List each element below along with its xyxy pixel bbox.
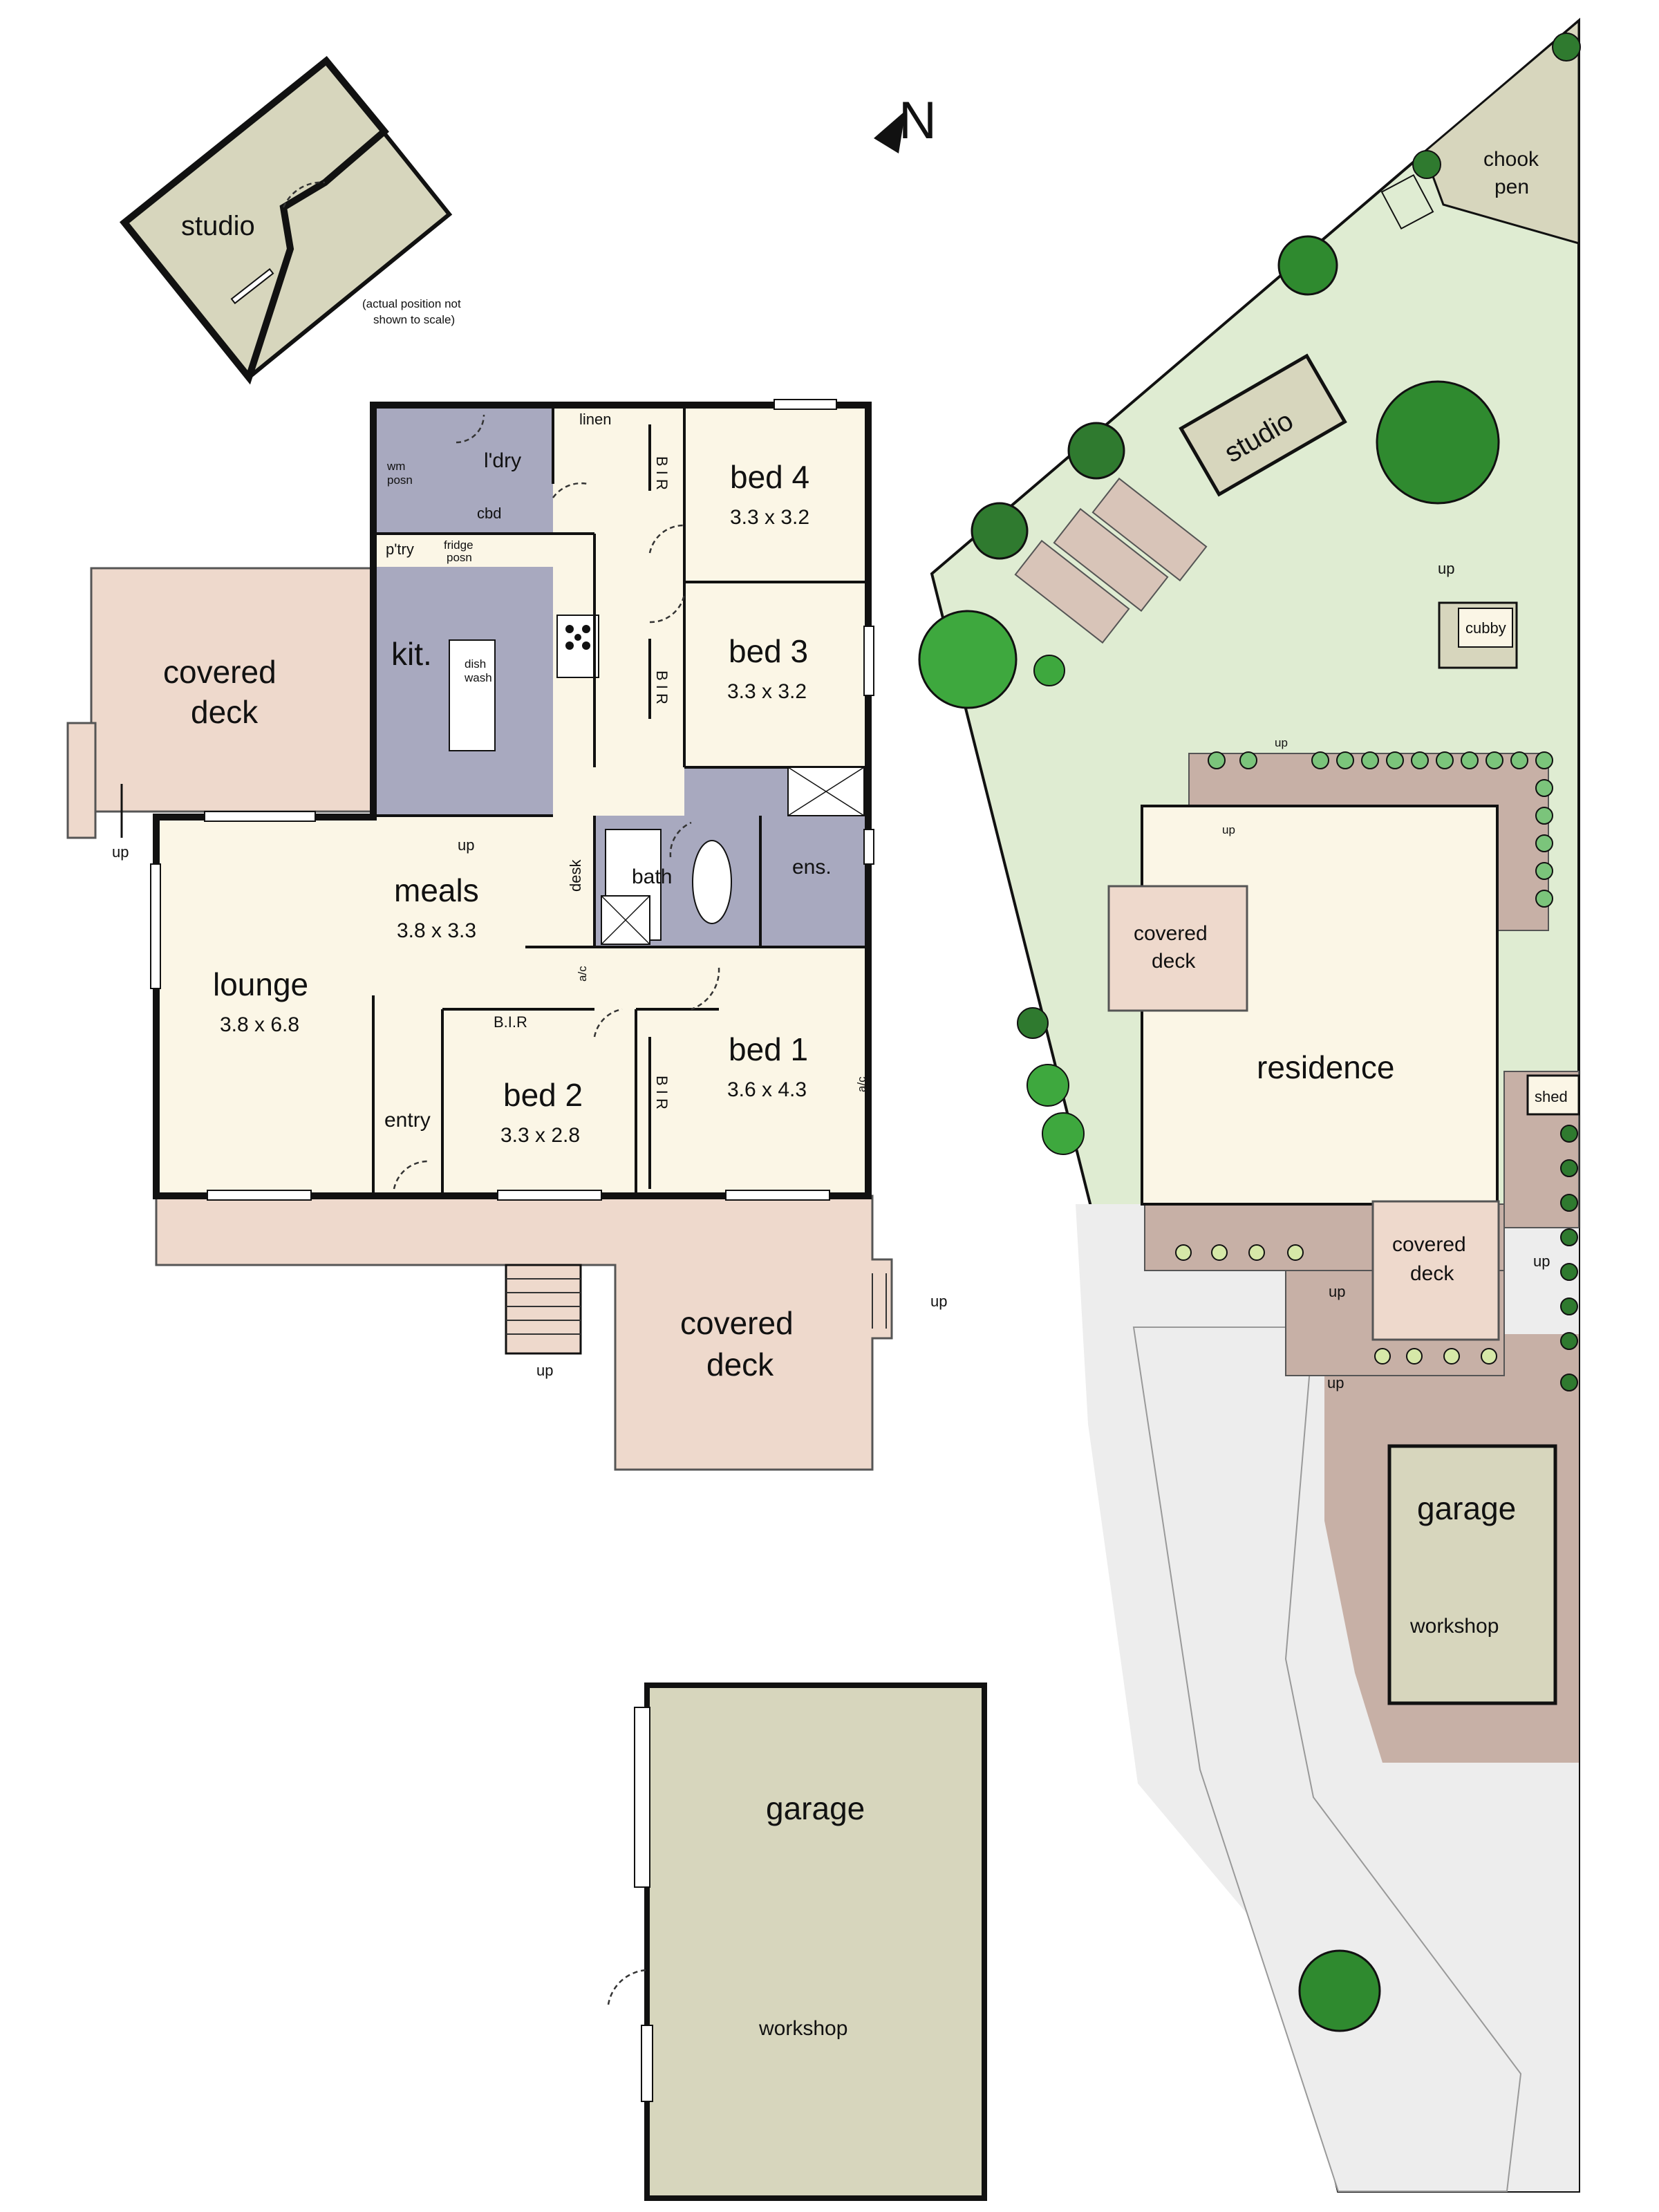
hedge-icons — [1175, 751, 1578, 1391]
west-deck-up: up — [112, 843, 129, 861]
south-deck-up-2: up — [930, 1293, 947, 1310]
kitchen-up: up — [458, 836, 474, 854]
bed3-dims: 3.3 x 3.2 — [727, 680, 807, 703]
site-west-deck-label-2: deck — [1152, 950, 1196, 973]
workshop-label: workshop — [758, 2017, 847, 2040]
site-south-deck-label-1: covered — [1392, 1233, 1466, 1256]
laundry-label: l'dry — [484, 449, 521, 472]
linen-label: linen — [579, 411, 611, 428]
bed4-bir: B I R — [653, 456, 671, 490]
bed1-bir: B I R — [653, 1076, 671, 1109]
site-west-up: up — [1222, 823, 1235, 836]
wm-posn-label: posn — [387, 474, 413, 487]
lounge-label: lounge — [213, 966, 308, 1002]
studio-outbuilding: studio (actual position not shown to sca… — [119, 56, 461, 385]
fridge-label-2: posn — [447, 551, 472, 564]
bed3-bir: B I R — [653, 671, 671, 704]
site-deck-up-3: up — [1533, 1253, 1550, 1270]
kitchen-label: kit. — [391, 636, 432, 672]
bed2-label: bed 2 — [503, 1077, 583, 1113]
lounge-dims: 3.8 x 6.8 — [220, 1013, 299, 1036]
garden-beds — [1014, 477, 1208, 644]
tree-icons — [918, 32, 1581, 2032]
door-swings — [393, 414, 720, 1190]
bath-label: bath — [632, 865, 672, 888]
fridge-label-1: fridge — [444, 538, 474, 552]
site-west-deck-label-1: covered — [1134, 922, 1208, 945]
ensuite-label: ens. — [792, 856, 832, 879]
meals-dims: 3.8 x 3.3 — [397, 919, 476, 942]
studio-scale-note-2: shown to scale) — [373, 313, 455, 326]
entry-label: entry — [384, 1109, 431, 1132]
south-deck-label-2: deck — [706, 1347, 774, 1382]
garage-label: garage — [766, 1790, 865, 1826]
dishwash-label-1: dish — [465, 657, 486, 671]
bed1-label: bed 1 — [729, 1031, 808, 1067]
south-deck-up-1: up — [536, 1362, 553, 1379]
bed4-dims: 3.3 x 3.2 — [730, 506, 809, 529]
site-deck-up-1: up — [1329, 1283, 1345, 1300]
studio-label: studio — [181, 211, 255, 241]
bed2-bir: B.I.R — [494, 1013, 527, 1031]
chook-pen-label-2: pen — [1494, 176, 1529, 198]
site-plan: chook pen studio cubby up residence co — [918, 17, 1581, 2193]
cbd-label: cbd — [477, 505, 501, 522]
detached-garage: garage workshop — [607, 1683, 987, 2201]
desk-label: desk — [567, 859, 584, 892]
west-deck-label-1: covered — [163, 654, 276, 690]
west-deck-label-2: deck — [191, 694, 259, 730]
ac-label-1: a/c — [576, 966, 589, 982]
studio-scale-note-1: (actual position not — [362, 297, 461, 310]
site-south-deck-label-2: deck — [1410, 1262, 1454, 1285]
house-floor-plan: covered deck up covered deck up up — [66, 399, 947, 1471]
site-deck-up-2: up — [1327, 1374, 1344, 1391]
chook-pen-label-1: chook — [1483, 148, 1539, 171]
residence-label: residence — [1257, 1049, 1394, 1085]
shed-label: shed — [1535, 1088, 1568, 1105]
north-label: N — [899, 91, 937, 150]
north-arrow-icon: N — [874, 91, 937, 153]
cubby-up: up — [1438, 560, 1454, 577]
bed3-label: bed 3 — [729, 633, 808, 669]
cubby-label: cubby — [1465, 619, 1506, 637]
site-workshop-label: workshop — [1409, 1615, 1499, 1638]
meals-label: meals — [394, 872, 479, 908]
windows — [150, 399, 874, 1201]
bed4-label: bed 4 — [730, 459, 809, 495]
site-north-up: up — [1275, 736, 1288, 749]
pantry-label: p'try — [386, 541, 414, 558]
bed1-dims: 3.6 x 4.3 — [727, 1078, 807, 1101]
dishwash-label-2: wash — [464, 671, 492, 684]
bed2-dims: 3.3 x 2.8 — [500, 1124, 580, 1147]
wm-label: wm — [386, 460, 405, 473]
site-garage-label: garage — [1417, 1490, 1516, 1526]
ac-label-2: a/c — [855, 1076, 868, 1092]
south-deck-label-1: covered — [680, 1305, 794, 1341]
